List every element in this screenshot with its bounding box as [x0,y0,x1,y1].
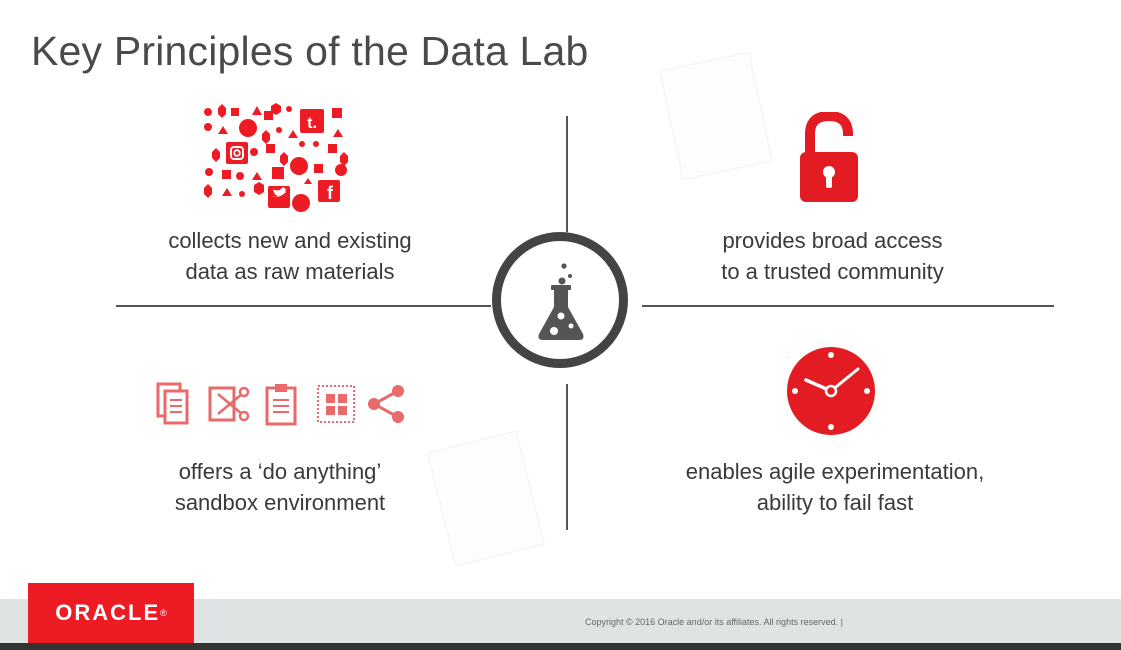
cut-icon [208,386,250,422]
share-icon [368,385,404,423]
quadrant-text-line: enables agile experimentation, [685,459,985,484]
lab-flask-icon [538,263,584,340]
quadrant-top-right-text: provides broad access to a trusted commu… [660,225,1005,287]
instagram-icon [230,146,244,160]
quadrant-text-line: offers a ‘do anything’ [178,459,382,484]
quadrant-top-left-text: collects new and existing data as raw ma… [130,225,450,287]
registered-mark: ® [160,608,167,618]
clipboard-icon [265,384,297,426]
oracle-logo: ORACLE® [28,583,194,643]
divider-horizontal-left [116,305,491,307]
facebook-icon: f [327,183,334,203]
footer-strip [0,643,1121,650]
social-media-collage-icon: t. f [196,100,356,215]
divider-horizontal-right [642,305,1054,307]
oracle-logo-text: ORACLE [55,600,161,625]
quadrant-text-line: collects new and existing [168,228,412,253]
divider-vertical-bottom [566,384,568,530]
copyright-text: Copyright © 2016 Oracle and/or its affil… [585,617,843,627]
quadrant-text-line: sandbox environment [174,490,386,515]
open-lock-icon [798,110,860,204]
divider-vertical-top [566,116,568,232]
select-grid-icon [317,385,355,423]
quadrant-text-line: provides broad access [722,228,943,253]
tools-icon [156,382,408,430]
slide-title: Key Principles of the Data Lab [31,28,589,74]
decorative-sheet [659,51,773,181]
quadrant-text-line: ability to fail fast [756,490,914,515]
twitter-icon [272,187,287,197]
quadrant-bottom-right-text: enables agile experimentation, ability t… [650,456,1020,518]
center-circle [492,232,628,368]
quadrant-text-line: data as raw materials [185,259,395,284]
quadrant-text-line: to a trusted community [721,259,944,284]
copy-icon [156,382,189,425]
tumblr-icon: t. [307,115,317,132]
clock-icon [786,346,876,436]
quadrant-bottom-left-text: offers a ‘do anything’ sandbox environme… [110,456,450,518]
